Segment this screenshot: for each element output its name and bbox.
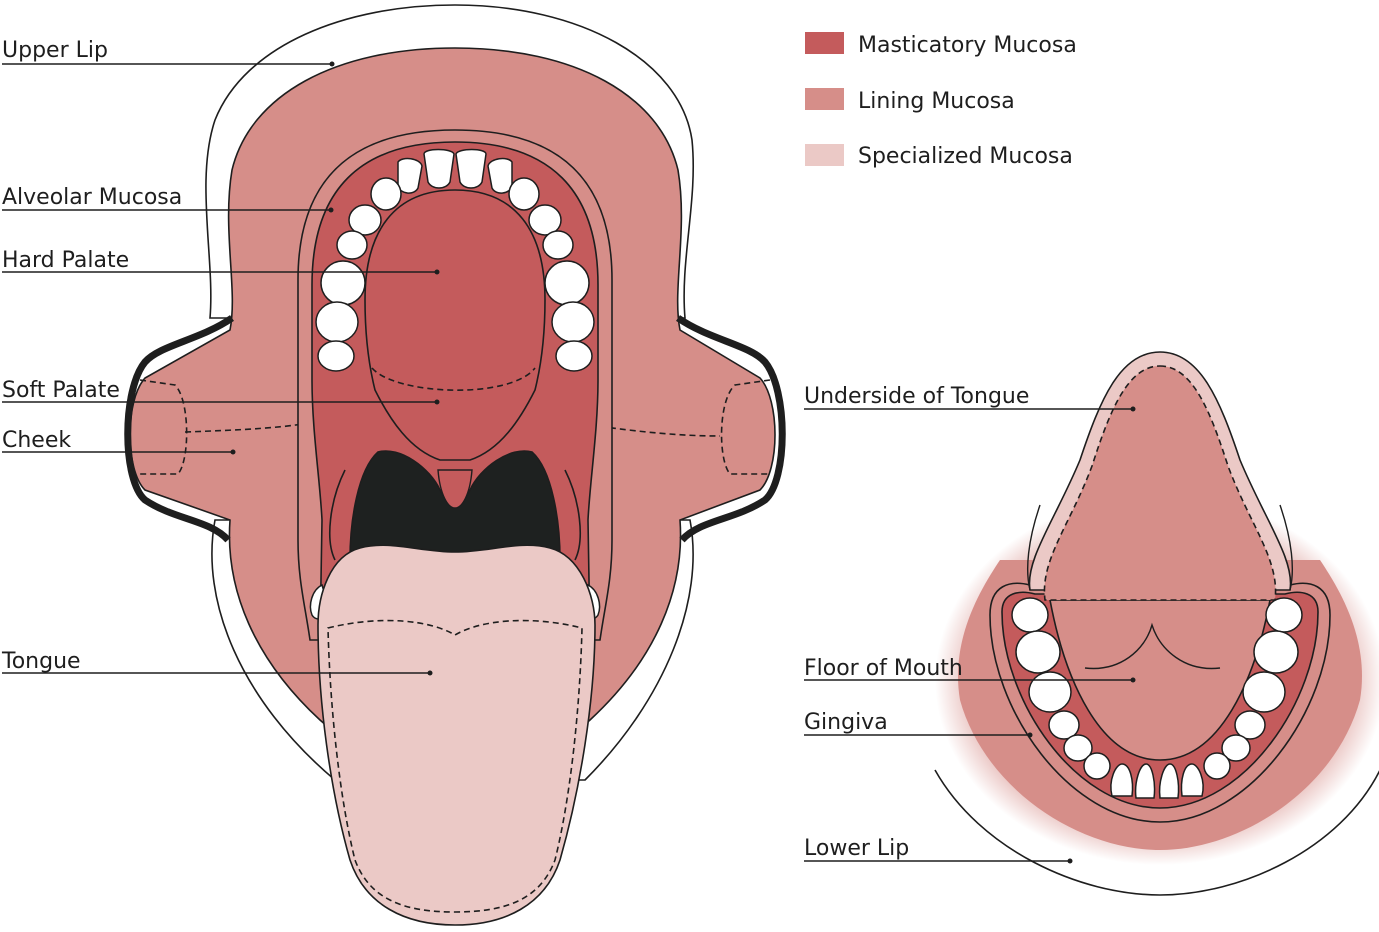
- label-floor-of-mouth: Floor of Mouth: [804, 656, 963, 681]
- label-cheek: Cheek: [2, 428, 71, 453]
- label-hard-palate: Hard Palate: [2, 248, 129, 273]
- label-gingiva: Gingiva: [804, 710, 888, 735]
- tooth: [424, 150, 454, 189]
- tooth: [371, 178, 401, 210]
- label-soft-palate: Soft Palate: [2, 378, 120, 403]
- label-underside-of-tongue: Underside of Tongue: [804, 384, 1029, 409]
- tooth: [552, 302, 594, 342]
- tooth: [1254, 631, 1298, 673]
- tooth: [337, 231, 367, 259]
- tooth: [318, 341, 354, 371]
- tooth: [456, 150, 486, 189]
- tooth: [1243, 672, 1285, 712]
- legend-swatch-lining: [805, 88, 844, 110]
- legend-label-masticatory: Masticatory Mucosa: [858, 33, 1077, 58]
- tooth: [321, 261, 365, 305]
- tooth: [1266, 598, 1302, 632]
- tooth: [1012, 598, 1048, 632]
- leader-dot: [330, 62, 335, 67]
- legend-swatch-specialized: [805, 144, 844, 166]
- tooth: [398, 159, 422, 194]
- leader-dot: [1068, 859, 1073, 864]
- leader-dot: [231, 450, 236, 455]
- tooth: [545, 261, 589, 305]
- tooth: [556, 341, 592, 371]
- label-upper-lip: Upper Lip: [2, 38, 108, 63]
- tongue: [318, 545, 595, 925]
- tooth: [488, 159, 512, 194]
- label-lower-lip: Lower Lip: [804, 836, 909, 861]
- legend-label-specialized: Specialized Mucosa: [858, 144, 1073, 169]
- tooth: [543, 231, 573, 259]
- tooth: [316, 302, 358, 342]
- leader-dot: [435, 400, 440, 405]
- tooth: [509, 178, 539, 210]
- leader-dot: [435, 270, 440, 275]
- leader-dot: [1131, 407, 1136, 412]
- upper-mouth-view: [128, 5, 783, 925]
- tooth: [1084, 753, 1110, 779]
- leader-dot: [1028, 733, 1033, 738]
- legend-swatch-masticatory: [805, 32, 844, 54]
- legend: Masticatory Mucosa Lining Mucosa Special…: [805, 32, 1077, 169]
- label-tongue: Tongue: [1, 649, 81, 674]
- lower-mouth-view: [935, 352, 1379, 895]
- leader-dot: [1131, 678, 1136, 683]
- legend-label-lining: Lining Mucosa: [858, 89, 1015, 114]
- leader-dot: [329, 208, 334, 213]
- leader-dot: [428, 671, 433, 676]
- label-alveolar-mucosa: Alveolar Mucosa: [2, 185, 182, 210]
- tooth: [1204, 753, 1230, 779]
- tooth: [1029, 672, 1071, 712]
- hard-palate: [365, 190, 545, 460]
- tooth: [1016, 631, 1060, 673]
